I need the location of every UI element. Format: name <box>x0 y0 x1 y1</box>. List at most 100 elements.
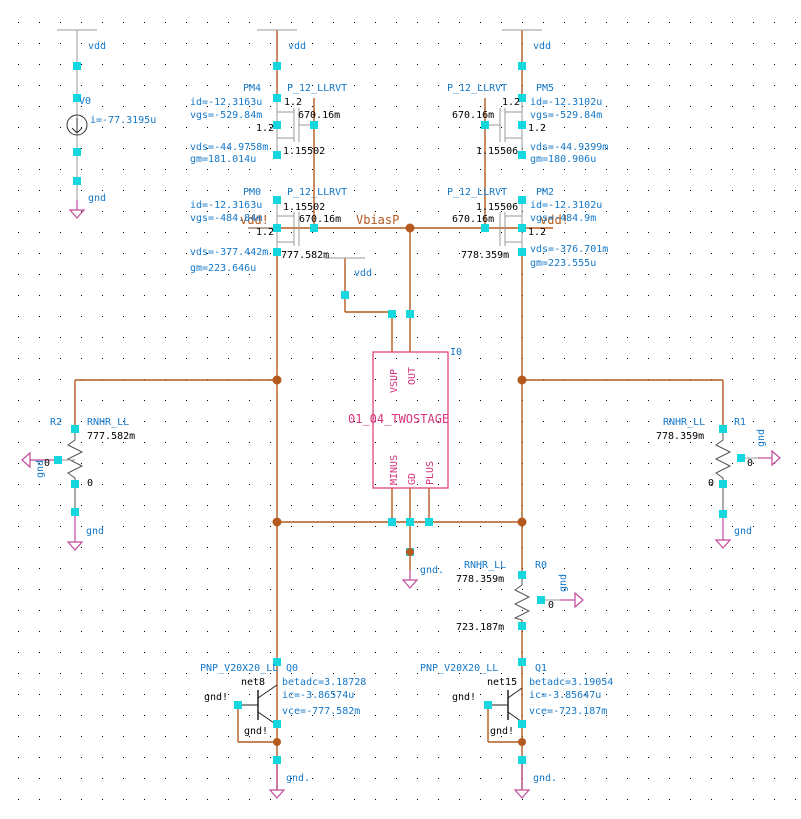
pins <box>54 62 745 764</box>
net-label-gnd-r0-body: gnd <box>558 574 569 592</box>
ground-symbols <box>21 200 781 799</box>
q0-labels: PNP_V20X20_LL Q0 net8 betadc=3.18728 ic=… <box>200 663 366 737</box>
r0-v-bottom: 723.187m <box>456 622 504 633</box>
net-label-gnd-i0: gnd. <box>420 565 444 576</box>
gnd-symbol-q1 <box>513 760 531 799</box>
pm2-gm: gm=223.555u <box>530 258 596 269</box>
v0-current: i=-77.3195u <box>90 115 156 126</box>
pm4-id: id=-12.3163u <box>190 97 262 108</box>
gnd-symbol-r1-bottom <box>714 518 732 549</box>
pm5-id: id=-12.3102u <box>530 97 602 108</box>
pm2-vgs: vgs=-484.9m <box>530 213 596 224</box>
gnd-symbol-r0-body <box>560 591 584 609</box>
q0-model: PNP_V20X20_LL <box>200 663 278 674</box>
q1-gnd-collector: gnd! <box>490 726 514 737</box>
gnd-symbol-q0 <box>268 760 286 799</box>
pm5-v-drain: 1.15506 <box>476 146 518 157</box>
pm5-vds: vds=-44.9399m <box>530 142 608 153</box>
r0-v-bulk: 0 <box>548 600 554 611</box>
pm5-v-source: 1.2 <box>502 97 520 108</box>
net-label-vdd-i0: vdd <box>354 268 372 279</box>
q1-vce: vce=-723.187m <box>529 706 607 717</box>
pm0-name: PM0 <box>243 187 261 198</box>
r0-model: RNHR_LL <box>464 560 506 571</box>
v0-labels: V0 i=-77.3195u <box>79 96 156 126</box>
pm0-gm: gm=223.646u <box>190 263 256 274</box>
net-label-vdd-pm0-body: vdd! <box>240 213 269 227</box>
pm2-name: PM2 <box>536 187 554 198</box>
pm5-vgs: vgs=-529.84m <box>530 110 602 121</box>
pm4-v-bulk: 1.2 <box>256 123 274 134</box>
q0-vce: vce=-777.582m <box>282 706 360 717</box>
gnd-symbol-v0 <box>68 200 86 219</box>
i0-pin-out: OUT <box>407 367 418 385</box>
i0-name: I0 <box>450 347 462 358</box>
i0-pin-vsup: VSUP <box>389 369 400 393</box>
i0-labels: I0 01_04_TWOSTAGE VSUP OUT MINUS GD PLUS <box>348 347 462 485</box>
pm4-vgs: vgs=-529.84m <box>190 110 262 121</box>
pm4-v-source: 1.2 <box>284 97 302 108</box>
r2-labels: R2 RNHR_LL 777.582m 0 0 <box>44 417 135 489</box>
q0-betadc: betadc=3.18728 <box>282 677 366 688</box>
pm4-model: P_12_LLRVT <box>287 83 347 94</box>
pm0-id: id=-12.3163u <box>190 200 262 211</box>
i0-pin-minus: MINUS <box>389 455 400 485</box>
pm2-labels: P_12_LLRVT PM2 id=-12.3102u vgs=-484.9m … <box>447 187 608 269</box>
net-label-gnd-q1: gnd. <box>533 773 557 784</box>
net-label-gnd-r2: gnd <box>86 526 104 537</box>
q1-betadc: betadc=3.19054 <box>529 677 613 688</box>
junctions <box>272 223 527 746</box>
v0-name: V0 <box>79 96 91 107</box>
pm4-v-drain: 1.15502 <box>283 146 325 157</box>
r0-labels: RNHR_LL R0 778.359m 0 723.187m <box>456 560 554 633</box>
net-labels: vdd vdd vdd vdd gnd gnd gnd gnd. gnd. gn… <box>35 41 767 784</box>
i0-cell-name: 01_04_TWOSTAGE <box>348 412 449 426</box>
pm0-vgs: vgs=-484.84m <box>190 213 262 224</box>
wires <box>74 30 724 790</box>
net-label-vdd-pm4: vdd <box>288 41 306 52</box>
pm4-vds: vds=-44.9758m <box>190 142 268 153</box>
pm5-labels: P_12_LLRVT PM5 id=-12.3102u vgs=-529.84m… <box>447 83 608 165</box>
pm0-v-gate: 670.16m <box>299 214 341 225</box>
r1-labels: RNHR_LL R1 778.359m 0 0 <box>656 417 753 489</box>
pm0-model: P_12_LLRVT <box>287 187 347 198</box>
net-label-gnd-r1: gnd <box>734 526 752 537</box>
pm4-gm: gm=181.014u <box>190 154 256 165</box>
q0-name: Q0 <box>286 663 298 674</box>
q0-net: net8 <box>241 677 265 688</box>
pm2-id: id=-12.3102u <box>530 200 602 211</box>
i0-pin-plus: PLUS <box>425 461 436 485</box>
r1-v-top: 778.359m <box>656 431 704 442</box>
pm0-vds: vds=-377.442m <box>190 247 268 258</box>
net-label-gnd-r2-body: gnd <box>35 460 46 478</box>
gnd-symbol-r2-body <box>21 451 58 469</box>
net-label-vdd-pm2-body: vdd! <box>540 213 569 227</box>
pm0-v-bulk: 1.2 <box>256 227 274 238</box>
r1-model: RNHR_LL <box>663 417 705 428</box>
pm4-v-gate: 670.16m <box>298 110 340 121</box>
q1-name: Q1 <box>535 663 547 674</box>
background-grid <box>18 22 796 800</box>
pm4-name: PM4 <box>243 83 261 94</box>
pm5-v-gate: 670.16m <box>452 110 494 121</box>
r1-v-bulk: 0 <box>747 458 753 469</box>
q1-gnd-base: gnd! <box>452 692 476 703</box>
i0-pin-gd: GD <box>407 473 418 485</box>
r2-v-bottom: 0 <box>87 478 93 489</box>
q0-ic: ic=-3.86574u <box>282 690 354 701</box>
pm5-gm: gm=180.906u <box>530 154 596 165</box>
net-label-vdd-pm5: vdd <box>533 41 551 52</box>
q1-model: PNP_V20X20_LL <box>420 663 498 674</box>
net-label-gnd-r1-body: gnd <box>756 429 767 447</box>
pm5-model: P_12_LLRVT <box>447 83 507 94</box>
pm0-v-source: 1.15502 <box>283 202 325 213</box>
r1-v-bottom: 0 <box>708 478 714 489</box>
pm2-v-source: 1.15506 <box>476 202 518 213</box>
r0-v-top: 778.359m <box>456 574 504 585</box>
r2-name: R2 <box>50 417 62 428</box>
q1-labels: PNP_V20X20_LL Q1 net15 betadc=3.19054 ic… <box>420 663 613 737</box>
pm2-vds: vds=-376.701m <box>530 244 608 255</box>
q0-gnd-collector: gnd! <box>244 726 268 737</box>
net-label-vdd-v0: vdd <box>88 41 106 52</box>
